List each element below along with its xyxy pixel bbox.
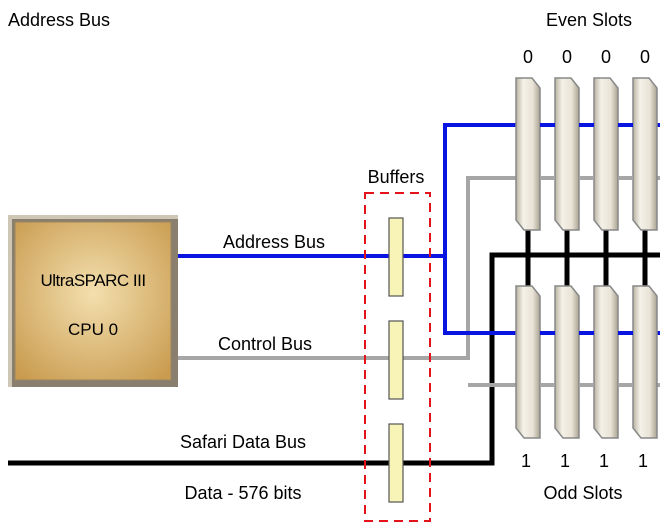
- odd-slot: [515, 285, 541, 439]
- diagram-title: Address Bus: [8, 10, 110, 30]
- odd-slot-number: 1: [521, 451, 531, 471]
- cpu-face: [14, 221, 172, 381]
- even-slot: [593, 77, 619, 231]
- address-bus-label: Address Bus: [223, 232, 325, 252]
- data-bus-width-label: Data - 576 bits: [184, 483, 301, 503]
- data-bus-line: [8, 252, 660, 466]
- control-buffer: [388, 320, 404, 400]
- data-bus-lines: [8, 230, 660, 466]
- address-buffer: [388, 217, 404, 297]
- even-slot-number: 0: [523, 47, 533, 67]
- even-slot-number: 0: [562, 47, 572, 67]
- buffers-boundary: [364, 192, 431, 522]
- slot-bus-overlays: [540, 123, 633, 387]
- odd-slots: [515, 285, 658, 439]
- even-slots: [515, 77, 658, 231]
- odd-slot-number: 1: [560, 451, 570, 471]
- odd-slot-number: 1: [638, 451, 648, 471]
- cpu-name: UltraSPARC III: [40, 271, 145, 290]
- data-buffer: [388, 423, 404, 503]
- odd-slot: [554, 285, 580, 439]
- even-slot: [515, 77, 541, 231]
- odd-slots-label: Odd Slots: [543, 483, 622, 503]
- even-slot: [554, 77, 580, 231]
- address-bus-branch: [443, 256, 660, 335]
- even-slots-label: Even Slots: [546, 10, 632, 30]
- even-slot: [632, 77, 658, 231]
- odd-slot: [593, 285, 619, 439]
- cpu-block: [8, 215, 178, 387]
- address-bus-lines: [178, 123, 660, 335]
- even-slot-number: 0: [640, 47, 650, 67]
- buffers-label: Buffers: [368, 167, 425, 187]
- cpu-id: CPU 0: [68, 320, 118, 339]
- odd-slot: [632, 285, 658, 439]
- control-bus-label: Control Bus: [218, 334, 312, 354]
- odd-slot-number: 1: [599, 451, 609, 471]
- data-bus-label: Safari Data Bus: [180, 432, 306, 452]
- even-slot-number: 0: [601, 47, 611, 67]
